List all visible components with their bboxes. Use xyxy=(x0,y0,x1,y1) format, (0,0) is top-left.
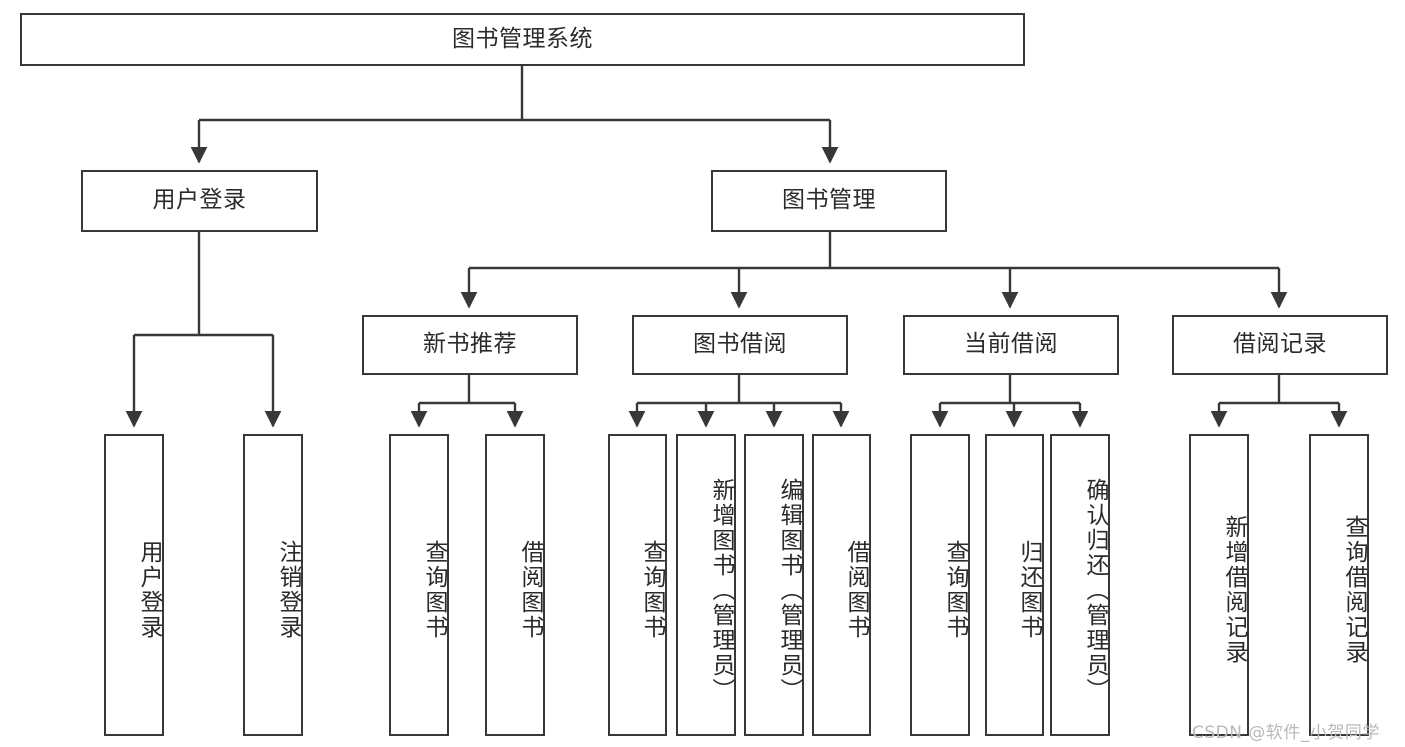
leaf-query-book-borrow-label: 查询图书 xyxy=(639,540,665,640)
leaf-add-borrow-record[interactable]: 新增借阅记录 xyxy=(1189,434,1249,736)
leaf-borrow-book-newbook[interactable]: 借阅图书 xyxy=(485,434,545,736)
leaf-query-book-newbook[interactable]: 查询图书 xyxy=(389,434,449,736)
node-book-borrow-label: 图书借阅 xyxy=(693,331,787,358)
leaf-borrow-book-newbook-label: 借阅图书 xyxy=(517,540,543,640)
node-borrow-record[interactable]: 借阅记录 xyxy=(1172,315,1388,375)
node-user-login-label: 用户登录 xyxy=(152,187,247,214)
leaf-query-book-newbook-label: 查询图书 xyxy=(421,540,447,640)
leaf-query-borrow-record[interactable]: 查询借阅记录 xyxy=(1309,434,1369,736)
node-book-management-label: 图书管理 xyxy=(782,187,876,214)
node-borrow-record-label: 借阅记录 xyxy=(1233,331,1327,358)
leaf-logout-label: 注销登录 xyxy=(275,540,301,640)
leaf-logout[interactable]: 注销登录 xyxy=(243,434,303,736)
node-new-book-recommend-label: 新书推荐 xyxy=(423,331,517,358)
leaf-user-login-label: 用户登录 xyxy=(136,540,162,640)
leaf-return-book[interactable]: 归还图书 xyxy=(985,434,1044,736)
csdn-watermark: CSDN @软件_小贺同学 xyxy=(1192,723,1380,743)
leaf-edit-book-admin-label: 编辑图书（管理员） xyxy=(776,477,802,703)
leaf-confirm-return-admin[interactable]: 确认归还（管理员） xyxy=(1050,434,1110,736)
leaf-borrow-book-label: 借阅图书 xyxy=(843,540,869,640)
leaf-confirm-return-admin-label: 确认归还（管理员） xyxy=(1082,477,1108,703)
node-book-management[interactable]: 图书管理 xyxy=(711,170,947,232)
node-new-book-recommend[interactable]: 新书推荐 xyxy=(362,315,578,375)
leaf-add-book-admin[interactable]: 新增图书（管理员） xyxy=(676,434,736,736)
leaf-query-book-current-label: 查询图书 xyxy=(942,540,968,640)
node-current-borrow[interactable]: 当前借阅 xyxy=(903,315,1119,375)
leaf-query-borrow-record-label: 查询借阅记录 xyxy=(1341,515,1367,665)
leaf-add-book-admin-label: 新增图书（管理员） xyxy=(708,477,734,703)
node-book-borrow[interactable]: 图书借阅 xyxy=(632,315,848,375)
node-root[interactable]: 图书管理系统 xyxy=(20,13,1025,66)
leaf-borrow-book[interactable]: 借阅图书 xyxy=(812,434,871,736)
node-current-borrow-label: 当前借阅 xyxy=(964,331,1058,358)
leaf-query-book-current[interactable]: 查询图书 xyxy=(910,434,970,736)
leaf-user-login[interactable]: 用户登录 xyxy=(104,434,164,736)
leaf-edit-book-admin[interactable]: 编辑图书（管理员） xyxy=(744,434,804,736)
node-user-login[interactable]: 用户登录 xyxy=(81,170,318,232)
leaf-return-book-label: 归还图书 xyxy=(1016,540,1042,640)
node-root-label: 图书管理系统 xyxy=(452,25,593,52)
leaf-add-borrow-record-label: 新增借阅记录 xyxy=(1221,515,1247,665)
leaf-query-book-borrow[interactable]: 查询图书 xyxy=(608,434,667,736)
